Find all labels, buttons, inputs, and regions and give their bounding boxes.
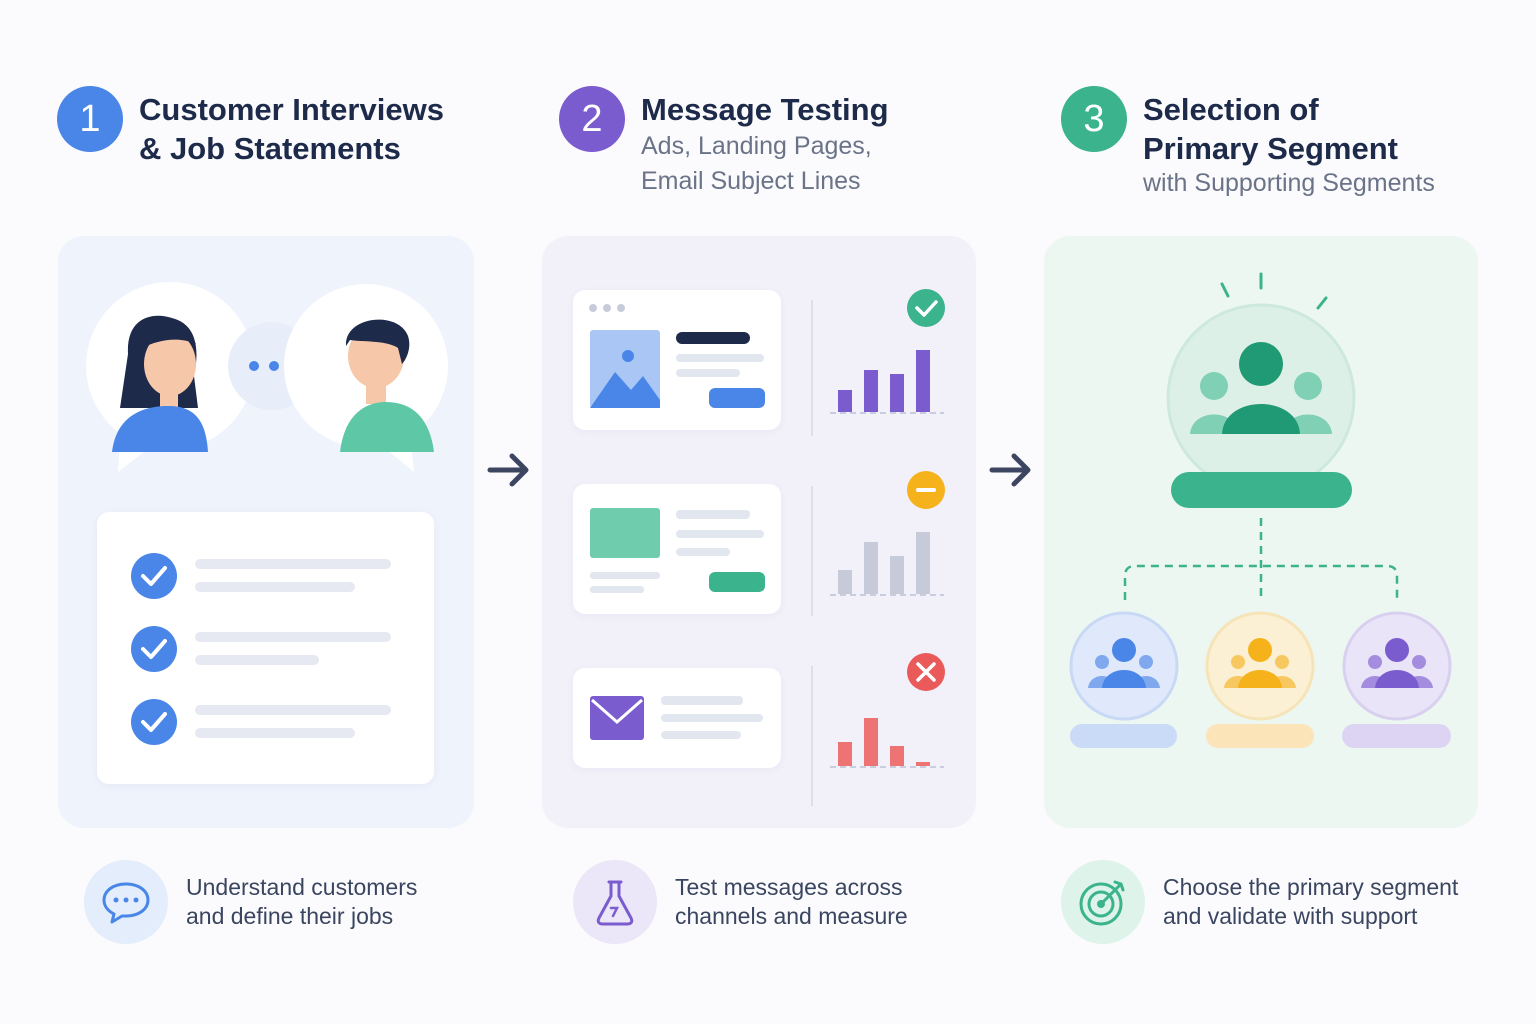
step-1-title: Customer Interviews & Job Statements — [139, 92, 444, 166]
flask-icon — [573, 860, 657, 944]
job-statements-card — [97, 512, 434, 784]
footer-step-2-text: Test messages across channels and measur… — [675, 874, 908, 929]
footer-step-1: Understand customers and define their jo… — [84, 860, 417, 944]
man-avatar-icon — [340, 319, 434, 452]
email-icon — [590, 696, 644, 740]
fail-x-icon — [907, 653, 945, 691]
message-testing-panel — [542, 236, 976, 828]
step-2-subtitle: Ads, Landing Pages, Email Subject Lines — [641, 132, 872, 195]
step-1-header: 1 Customer Interviews & Job Statements — [57, 86, 444, 168]
segment-selection-panel — [1044, 236, 1478, 828]
segment-tree-illustration — [1069, 272, 1452, 748]
results-charts — [811, 289, 945, 806]
neutral-minus-icon — [907, 471, 945, 509]
check-icon — [131, 553, 177, 599]
arrow-right-icon — [487, 453, 529, 487]
success-check-icon — [907, 289, 945, 327]
step-2-header: 2 Message Testing Ads, Landing Pages, Em… — [559, 86, 889, 199]
step-3-title: Selection of Primary Segment — [1143, 92, 1398, 166]
email-card — [573, 668, 781, 768]
footer-step-3: Choose the primary segment and validate … — [1061, 860, 1458, 944]
primary-segment-icon — [1166, 303, 1356, 493]
step-3-header: 3 Selection of Primary Segment with Supp… — [1061, 86, 1435, 201]
supporting-segment-1-icon — [1069, 611, 1179, 721]
chat-bubble-icon — [84, 860, 168, 944]
target-icon — [1061, 860, 1145, 944]
interviews-panel — [58, 236, 474, 828]
image-icon — [590, 330, 660, 408]
supporting-segment-3-icon — [1342, 611, 1452, 721]
ad-card — [573, 290, 781, 430]
check-icon — [131, 626, 177, 672]
supporting-segment-2-icon — [1205, 611, 1315, 721]
step-2-title: Message Testing — [641, 92, 889, 127]
step-3-subtitle: with Supporting Segments — [1143, 169, 1435, 197]
woman-avatar-icon — [112, 315, 208, 452]
footer-step-1-text: Understand customers and define their jo… — [186, 874, 418, 929]
footer-step-2: Test messages across channels and measur… — [573, 860, 908, 944]
step-2-number: 2 — [559, 86, 625, 152]
interview-illustration — [86, 282, 448, 472]
arrow-right-icon — [989, 453, 1031, 487]
step-1-number: 1 — [57, 86, 123, 152]
check-icon — [131, 699, 177, 745]
footer-step-3-text: Choose the primary segment and validate … — [1163, 874, 1459, 929]
landing-page-card — [573, 484, 781, 614]
step-3-number: 3 — [1061, 86, 1127, 152]
